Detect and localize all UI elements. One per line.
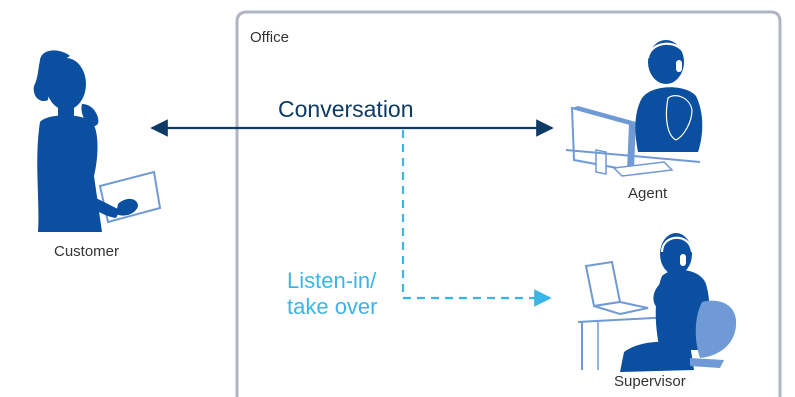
listen-in-label: Listen-in/	[287, 268, 377, 293]
office-label: Office	[250, 29, 289, 46]
customer-label: Customer	[54, 243, 119, 260]
supervisor-label: Supervisor	[614, 373, 686, 390]
agent-label: Agent	[628, 185, 668, 202]
listen-in-connector	[401, 130, 552, 307]
conversation-label: Conversation	[278, 96, 414, 122]
take-over-label: take over	[287, 294, 378, 319]
agent-with-headset-icon	[565, 40, 703, 177]
office-frame	[235, 10, 782, 397]
customer-person-on-phone-icon	[33, 50, 162, 232]
supervisor-with-headset-icon	[577, 233, 737, 372]
